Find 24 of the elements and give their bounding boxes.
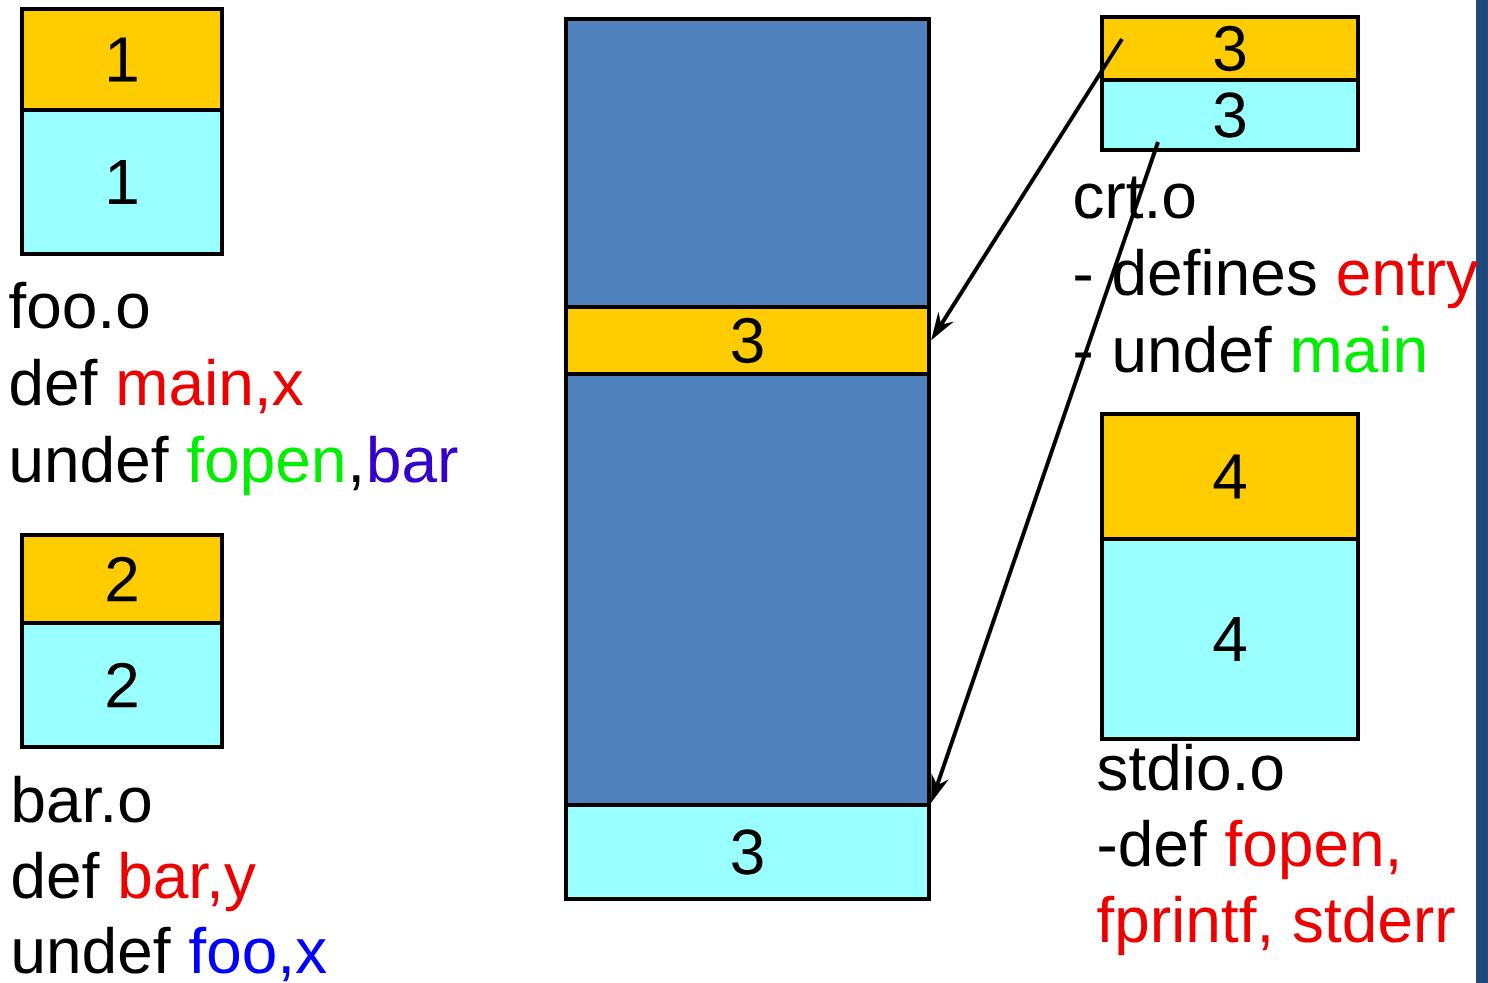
section-box: 4 [1100, 537, 1360, 741]
section-box: 3 [1100, 15, 1360, 82]
symbol-text: foo,x [189, 926, 327, 982]
symbol-text: main [1293, 325, 1424, 373]
symbol-text: undef [12, 435, 169, 483]
symbol-text: , [353, 475, 360, 491]
section-box: 4 [1100, 412, 1360, 541]
section-box: 3 [564, 305, 931, 376]
symbol-text: -def [1099, 819, 1207, 867]
symbol-text: undef [14, 926, 171, 974]
section-box: 1 [20, 7, 224, 112]
symbol-text: bar [370, 435, 458, 483]
section-box: 1 [20, 108, 224, 256]
symbol-text: fprintf, stderr [1097, 895, 1455, 956]
symbol-text: fopen, [1225, 819, 1397, 880]
symbol-text: bar,y [121, 851, 256, 912]
symbol-text: def [11, 358, 98, 406]
symbol-text: main,x [119, 358, 303, 414]
symbol-text: - defines [1075, 248, 1316, 296]
section-box: 3 [564, 803, 931, 901]
section-box: 2 [20, 533, 224, 625]
section-box: 2 [20, 621, 224, 749]
symbol-text: def [13, 851, 100, 899]
section-box: 3 [1100, 78, 1360, 152]
